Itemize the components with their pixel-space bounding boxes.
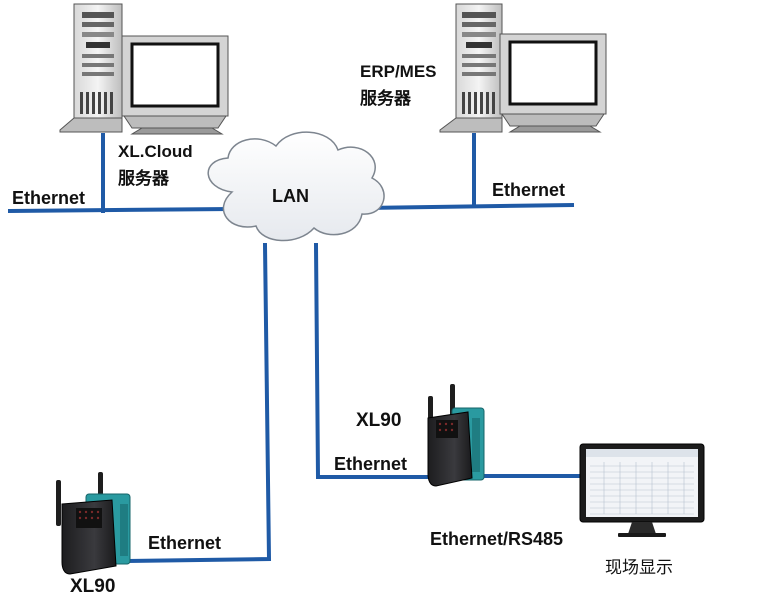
cloud-server-subtitle: 服务器 xyxy=(118,169,169,188)
lan-label: LAN xyxy=(272,186,309,206)
erp-server-subtitle: 服务器 xyxy=(360,89,411,108)
erp-ethernet-label: Ethernet xyxy=(492,180,566,200)
cloud-server-icon xyxy=(59,3,229,135)
display-link-label: Ethernet/RS485 xyxy=(430,529,564,549)
erp-server-icon xyxy=(439,3,607,133)
xl90-right-name: XL90 xyxy=(356,410,402,431)
xl90-left-name: XL90 xyxy=(70,576,116,597)
lan-to-right-xl90 xyxy=(313,242,434,479)
right-ethernet-bus xyxy=(357,202,575,211)
xl90-right-device-icon xyxy=(427,384,485,487)
xl90-right-ethernet-label: Ethernet xyxy=(334,454,408,474)
lan-to-left-xl90 xyxy=(122,242,272,564)
field-display-monitor-icon xyxy=(579,443,705,537)
xl90-left-device-icon xyxy=(56,472,131,575)
cloud-ethernet-label: Ethernet xyxy=(12,188,86,208)
network-links xyxy=(7,133,602,564)
erp-server-name: ERP/MES xyxy=(360,62,437,81)
cloud-server-name: XL.Cloud xyxy=(118,142,193,161)
xl90-left-ethernet-label: Ethernet xyxy=(148,533,222,553)
field-display-name: 现场显示 xyxy=(605,558,673,577)
left-ethernet-bus xyxy=(7,206,233,214)
lan-cloud xyxy=(207,131,385,242)
